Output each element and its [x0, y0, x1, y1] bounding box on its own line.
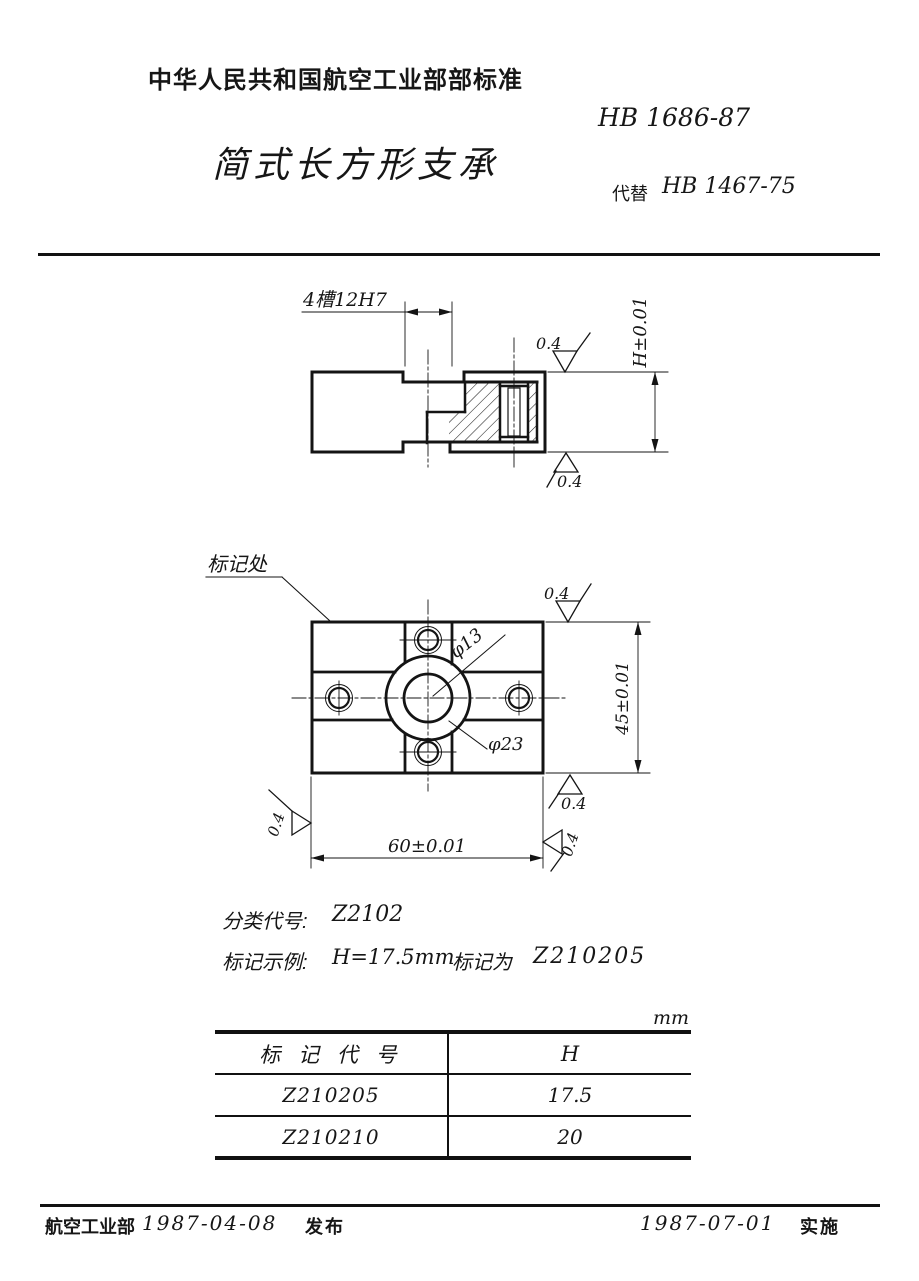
dim-arrow [651, 439, 659, 452]
table-header-row: 标 记 代 号 H [215, 1034, 691, 1075]
dim-arrow [530, 854, 543, 862]
document-title: 简式长方形支承 [212, 144, 500, 185]
example-code: Z210205 [533, 944, 647, 969]
finish-mark-plan-top [554, 583, 592, 624]
finish-mark-top [551, 332, 591, 374]
dim-arrow [439, 308, 452, 316]
dim-arrow [311, 854, 324, 862]
cross-slot-lines [310, 620, 545, 775]
cbore-dia-label: φ23 [488, 734, 524, 755]
dim-arrow [651, 372, 659, 385]
footer-impl-date: 1987-07-01 [640, 1211, 776, 1235]
section-view [301, 301, 669, 488]
class-code-value: Z2102 [332, 902, 404, 927]
standard-number: HB 1686-87 [598, 103, 751, 132]
plan-finish-top-value: 0.4 [544, 584, 569, 603]
plan-view [205, 576, 651, 872]
finish-mark-plan-left [268, 789, 313, 837]
table-cell-code: Z210205 [215, 1075, 449, 1115]
table-cell-h: 20 [557, 1124, 583, 1149]
table-cell-code: Z210210 [215, 1117, 449, 1156]
plan-height-label: 45±0.01 [613, 661, 633, 736]
hole-dia-leader [432, 634, 506, 697]
footer-rule [40, 1204, 880, 1207]
table-row: Z210205 17.5 [215, 1075, 691, 1117]
plan-height-dimension [545, 621, 651, 774]
dim-arrow [405, 308, 418, 316]
table-unit: mm [652, 1007, 689, 1029]
dim-arrow [634, 760, 642, 773]
cbore-dia-leader [448, 720, 488, 750]
example-mark-label: 标记为 [452, 952, 512, 974]
finish-mark-plan-right [541, 828, 565, 872]
hatch-area-left [449, 383, 500, 441]
finish-mark-bottom [546, 451, 580, 488]
height-dim-label: H±0.01 [630, 297, 651, 369]
table-cell-h: 17.5 [547, 1083, 593, 1107]
footer-impl-label: 实施 [800, 1217, 840, 1237]
dim-arrow [634, 622, 642, 635]
marking-location-label: 标记处 [207, 554, 267, 576]
table-row: Z210210 20 [215, 1117, 691, 1156]
table-col-code: 标 记 代 号 [215, 1034, 449, 1073]
replaces-number: HB 1467-75 [662, 174, 796, 199]
height-dimension [547, 371, 669, 453]
size-table: mm 标 记 代 号 H Z210205 17.5 Z210210 20 [215, 1006, 691, 1160]
replaces-label: 代替 [612, 184, 648, 204]
plan-width-label: 60±0.01 [388, 836, 466, 857]
slot-dim-label: 4槽12H7 [302, 289, 388, 311]
plan-finish-bottom-value: 0.4 [561, 794, 586, 813]
table-col-h: H [560, 1041, 580, 1066]
example-label: 标记示例: [222, 952, 308, 974]
header-rule [38, 253, 880, 256]
footer-issue-date: 1987-04-08 [142, 1211, 278, 1235]
standard-org-title: 中华人民共和国航空工业部部标准 [148, 67, 523, 94]
slot-dimension [301, 301, 453, 367]
finish-mark-plan-bottom [548, 773, 584, 809]
marking-leader [205, 576, 331, 622]
footer-org: 航空工业部 [45, 1217, 135, 1237]
hatch-area-right [528, 383, 537, 441]
footer-issue-label: 发布 [305, 1217, 345, 1237]
plan-finish-left-value: 0.4 [264, 810, 288, 838]
class-code-label: 分类代号: [222, 911, 308, 933]
example-condition: H=17.5mm [332, 945, 455, 969]
finish-value-bottom: 0.4 [557, 472, 582, 491]
finish-value-top: 0.4 [536, 334, 561, 353]
